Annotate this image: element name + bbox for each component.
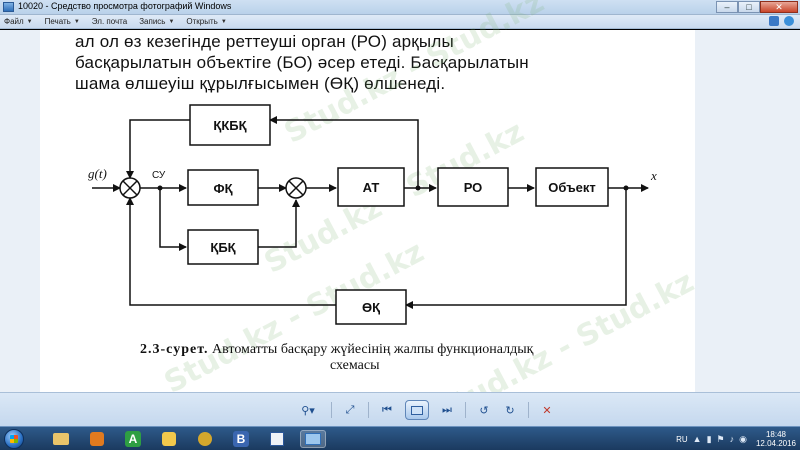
- menu-email-label: Эл. почта: [91, 17, 128, 26]
- system-tray: RU ▲ ▮ ⚑ ♪ ◉ 18:48 12.04.2016: [676, 429, 796, 449]
- next-icon[interactable]: ⏭: [442, 403, 452, 416]
- taskbar: A B RU ▲ ▮ ⚑ ♪ ◉ 18:48 12.04.2016: [0, 426, 800, 450]
- language-indicator[interactable]: RU: [676, 434, 688, 444]
- maximize-button[interactable]: □: [738, 1, 760, 13]
- explorer-icon[interactable]: [48, 430, 74, 448]
- photo-viewer-icon: [3, 2, 14, 12]
- figure-caption-line2: схемасы: [330, 358, 380, 373]
- app-a-glyph: A: [125, 431, 141, 447]
- window-title: 10020 - Средство просмотра фотографий Wi…: [18, 1, 232, 11]
- menu-burn-label: Запись: [139, 17, 166, 26]
- slideshow-icon: [411, 405, 423, 415]
- menu-bar: Файл▼ Печать▼ Эл. почта Запись▼ Открыть▼: [0, 15, 800, 29]
- paragraph-line-1: ал ол өз кезегінде реттеуші орган (РО) а…: [75, 32, 454, 51]
- rotate-ccw-icon[interactable]: ↺: [479, 404, 489, 417]
- slideshow-button[interactable]: [405, 400, 429, 420]
- app-a-icon[interactable]: A: [120, 430, 146, 448]
- close-button[interactable]: ✕: [760, 1, 798, 13]
- clock[interactable]: 18:48 12.04.2016: [756, 430, 796, 448]
- figure-caption: 2.3-сурет. Автоматты басқару жүйесінің ж…: [140, 342, 533, 358]
- clock-time: 18:48: [765, 430, 786, 439]
- chevron-down-icon: ▼: [220, 18, 227, 25]
- caption-number: 2.3-сурет.: [140, 342, 209, 357]
- share-icon[interactable]: [769, 16, 779, 26]
- app-b-glyph: B: [233, 431, 249, 447]
- menu-file[interactable]: Файл▼: [4, 17, 33, 26]
- photo-viewer-task-icon[interactable]: [300, 430, 326, 448]
- menu-print[interactable]: Печать▼: [45, 17, 80, 26]
- menu-open[interactable]: Открыть▼: [186, 17, 226, 26]
- menu-email[interactable]: Эл. почта: [92, 17, 127, 26]
- separator: [331, 402, 332, 418]
- help-icon[interactable]: [784, 16, 794, 26]
- music-icon[interactable]: [156, 430, 182, 448]
- chevron-down-icon: ▼: [26, 18, 33, 25]
- media-player-icon[interactable]: [84, 430, 110, 448]
- minimize-button[interactable]: –: [716, 1, 738, 13]
- delete-icon[interactable]: ✕: [542, 404, 552, 417]
- window-titlebar: 10020 - Средство просмотра фотографий Wi…: [0, 0, 800, 15]
- power-icon[interactable]: ◉: [739, 433, 747, 444]
- menu-open-label: Открыть: [186, 17, 218, 26]
- document-paragraph: ал ол өз кезегінде реттеуші орган (РО) а…: [75, 31, 665, 94]
- rotate-cw-icon[interactable]: ↻: [505, 404, 515, 417]
- menu-right-icons: [769, 16, 794, 26]
- app-b-icon[interactable]: B: [228, 430, 254, 448]
- paragraph-line-3: шама өлшеуіш құрылғысымен (ӨҚ) өлшенеді.: [75, 74, 446, 93]
- chevron-down-icon: ▼: [168, 18, 175, 25]
- clock-date: 12.04.2016: [755, 439, 796, 448]
- chevron-down-icon: ▼: [73, 18, 80, 25]
- tray-chevron-icon[interactable]: ▲: [692, 434, 702, 444]
- separator: [368, 402, 369, 418]
- volume-icon[interactable]: ♪: [729, 434, 735, 444]
- menu-file-label: Файл: [4, 17, 24, 26]
- fit-window-icon[interactable]: ⤢: [345, 403, 355, 416]
- word-icon[interactable]: [264, 430, 290, 448]
- zoom-icon[interactable]: ⚲▾: [301, 404, 315, 417]
- window-controls: – □ ✕: [716, 1, 798, 14]
- caption-text: Автоматты басқару жүйесінің жалпы функци…: [212, 342, 534, 357]
- flag-icon[interactable]: ⚑: [716, 433, 725, 444]
- menu-print-label: Печать: [44, 17, 71, 26]
- windows-logo-icon: [10, 435, 18, 443]
- separator: [528, 402, 529, 418]
- previous-icon[interactable]: ⏮: [382, 403, 392, 416]
- settings-icon[interactable]: [192, 430, 218, 448]
- paragraph-line-2: басқарылатын объектіге (БО) әсер етеді. …: [75, 53, 529, 72]
- menu-burn[interactable]: Запись▼: [139, 17, 174, 26]
- separator: [465, 402, 466, 418]
- start-button[interactable]: [4, 429, 24, 449]
- network-icon[interactable]: ▮: [706, 433, 712, 444]
- playback-toolbar: ⚲▾ ⤢ ⏮ ⏭ ↺ ↻ ✕: [0, 392, 800, 426]
